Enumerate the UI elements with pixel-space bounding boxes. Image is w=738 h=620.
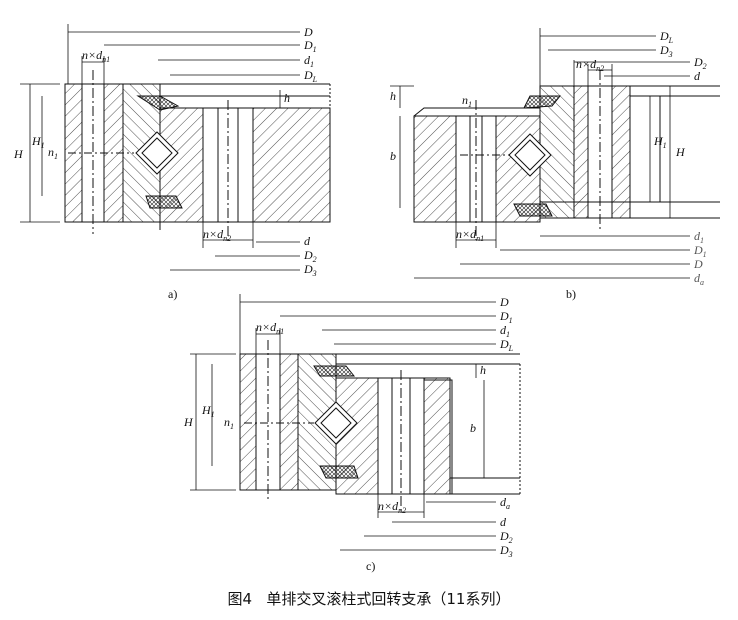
dim-label: D: [499, 295, 509, 309]
panel-label-a: a): [168, 287, 177, 301]
dim-label: DL: [659, 29, 674, 45]
bolt-label: n×dn1: [456, 227, 484, 243]
n1-label: n1: [48, 145, 58, 161]
dim-label: d1: [304, 53, 314, 69]
panel-label-b: b): [566, 287, 576, 301]
bolt-label: n×dn1: [256, 320, 284, 336]
H1-label: H1: [31, 134, 45, 150]
seal-bottom: [319, 465, 359, 479]
dim-label: DL: [303, 68, 318, 84]
seal-top: [313, 365, 356, 377]
panel-c: [239, 340, 521, 512]
H-label: H: [183, 415, 194, 429]
h-label: h: [284, 91, 290, 105]
seal-bottom: [145, 195, 183, 209]
dim-label: d: [694, 69, 701, 83]
dim-label: D3: [499, 543, 513, 559]
h-label: h: [390, 89, 396, 103]
dim-label: d: [304, 234, 311, 248]
seal-top: [523, 95, 562, 109]
dim-label: D1: [499, 309, 513, 325]
dim-label: D1: [303, 38, 317, 54]
dim-label: da: [694, 271, 704, 287]
n1-label: n1: [462, 93, 472, 109]
panel-c-dims: [190, 294, 496, 551]
dim-label: D2: [693, 55, 707, 71]
dim-label: D3: [303, 262, 317, 278]
H-label: H: [675, 145, 686, 159]
dim-label: d: [500, 515, 507, 529]
bolt-label: n×dn2: [576, 57, 604, 73]
bolt-label: n×dn2: [203, 227, 231, 243]
dim-label: da: [500, 495, 510, 511]
panel-b-labels: DL D3 D2 d n×dn2 n×dn1 d1 D1 D da h b H1…: [390, 29, 707, 301]
dim-label: d1: [500, 323, 510, 339]
caption-label: 图4: [227, 590, 253, 608]
dim-label: d1: [694, 229, 704, 245]
panel-b-dims: [390, 28, 690, 279]
h-label: h: [480, 363, 486, 377]
caption-text: 单排交叉滚柱式回转支承（11系列）: [266, 590, 511, 608]
H1-label: H1: [653, 134, 667, 150]
panel-c-labels: D D1 d1 DL n×dn1 n×dn2 da d D2 D3 h b H …: [183, 295, 514, 573]
dim-label: D3: [659, 43, 673, 59]
panel-a-dims: [20, 24, 330, 271]
panel-a: [64, 70, 331, 240]
bolt-label: n×dn1: [82, 48, 110, 64]
seal-bottom: [513, 203, 553, 217]
dim-label: D2: [303, 248, 317, 264]
panel-label-c: c): [366, 559, 375, 573]
dim-label: DL: [499, 337, 514, 353]
panel-a-labels: D D1 d1 DL n×dn1 n×dn2 d D2 D3 h H H1 n1…: [13, 25, 318, 301]
seal-top: [136, 95, 180, 111]
bolt-label: n×dn2: [378, 499, 406, 515]
dim-label: D1: [693, 243, 707, 259]
n1-label: n1: [224, 415, 234, 431]
b-label: b: [470, 421, 476, 435]
dim-label: D: [693, 257, 703, 271]
H-label: H: [13, 147, 24, 161]
b-label: b: [390, 149, 396, 163]
H1-label: H1: [201, 403, 215, 419]
dim-label: D2: [499, 529, 513, 545]
panel-b: [413, 70, 720, 240]
figure-caption: 图4 单排交叉滚柱式回转支承（11系列）: [0, 588, 738, 609]
dim-label: D: [303, 25, 313, 39]
